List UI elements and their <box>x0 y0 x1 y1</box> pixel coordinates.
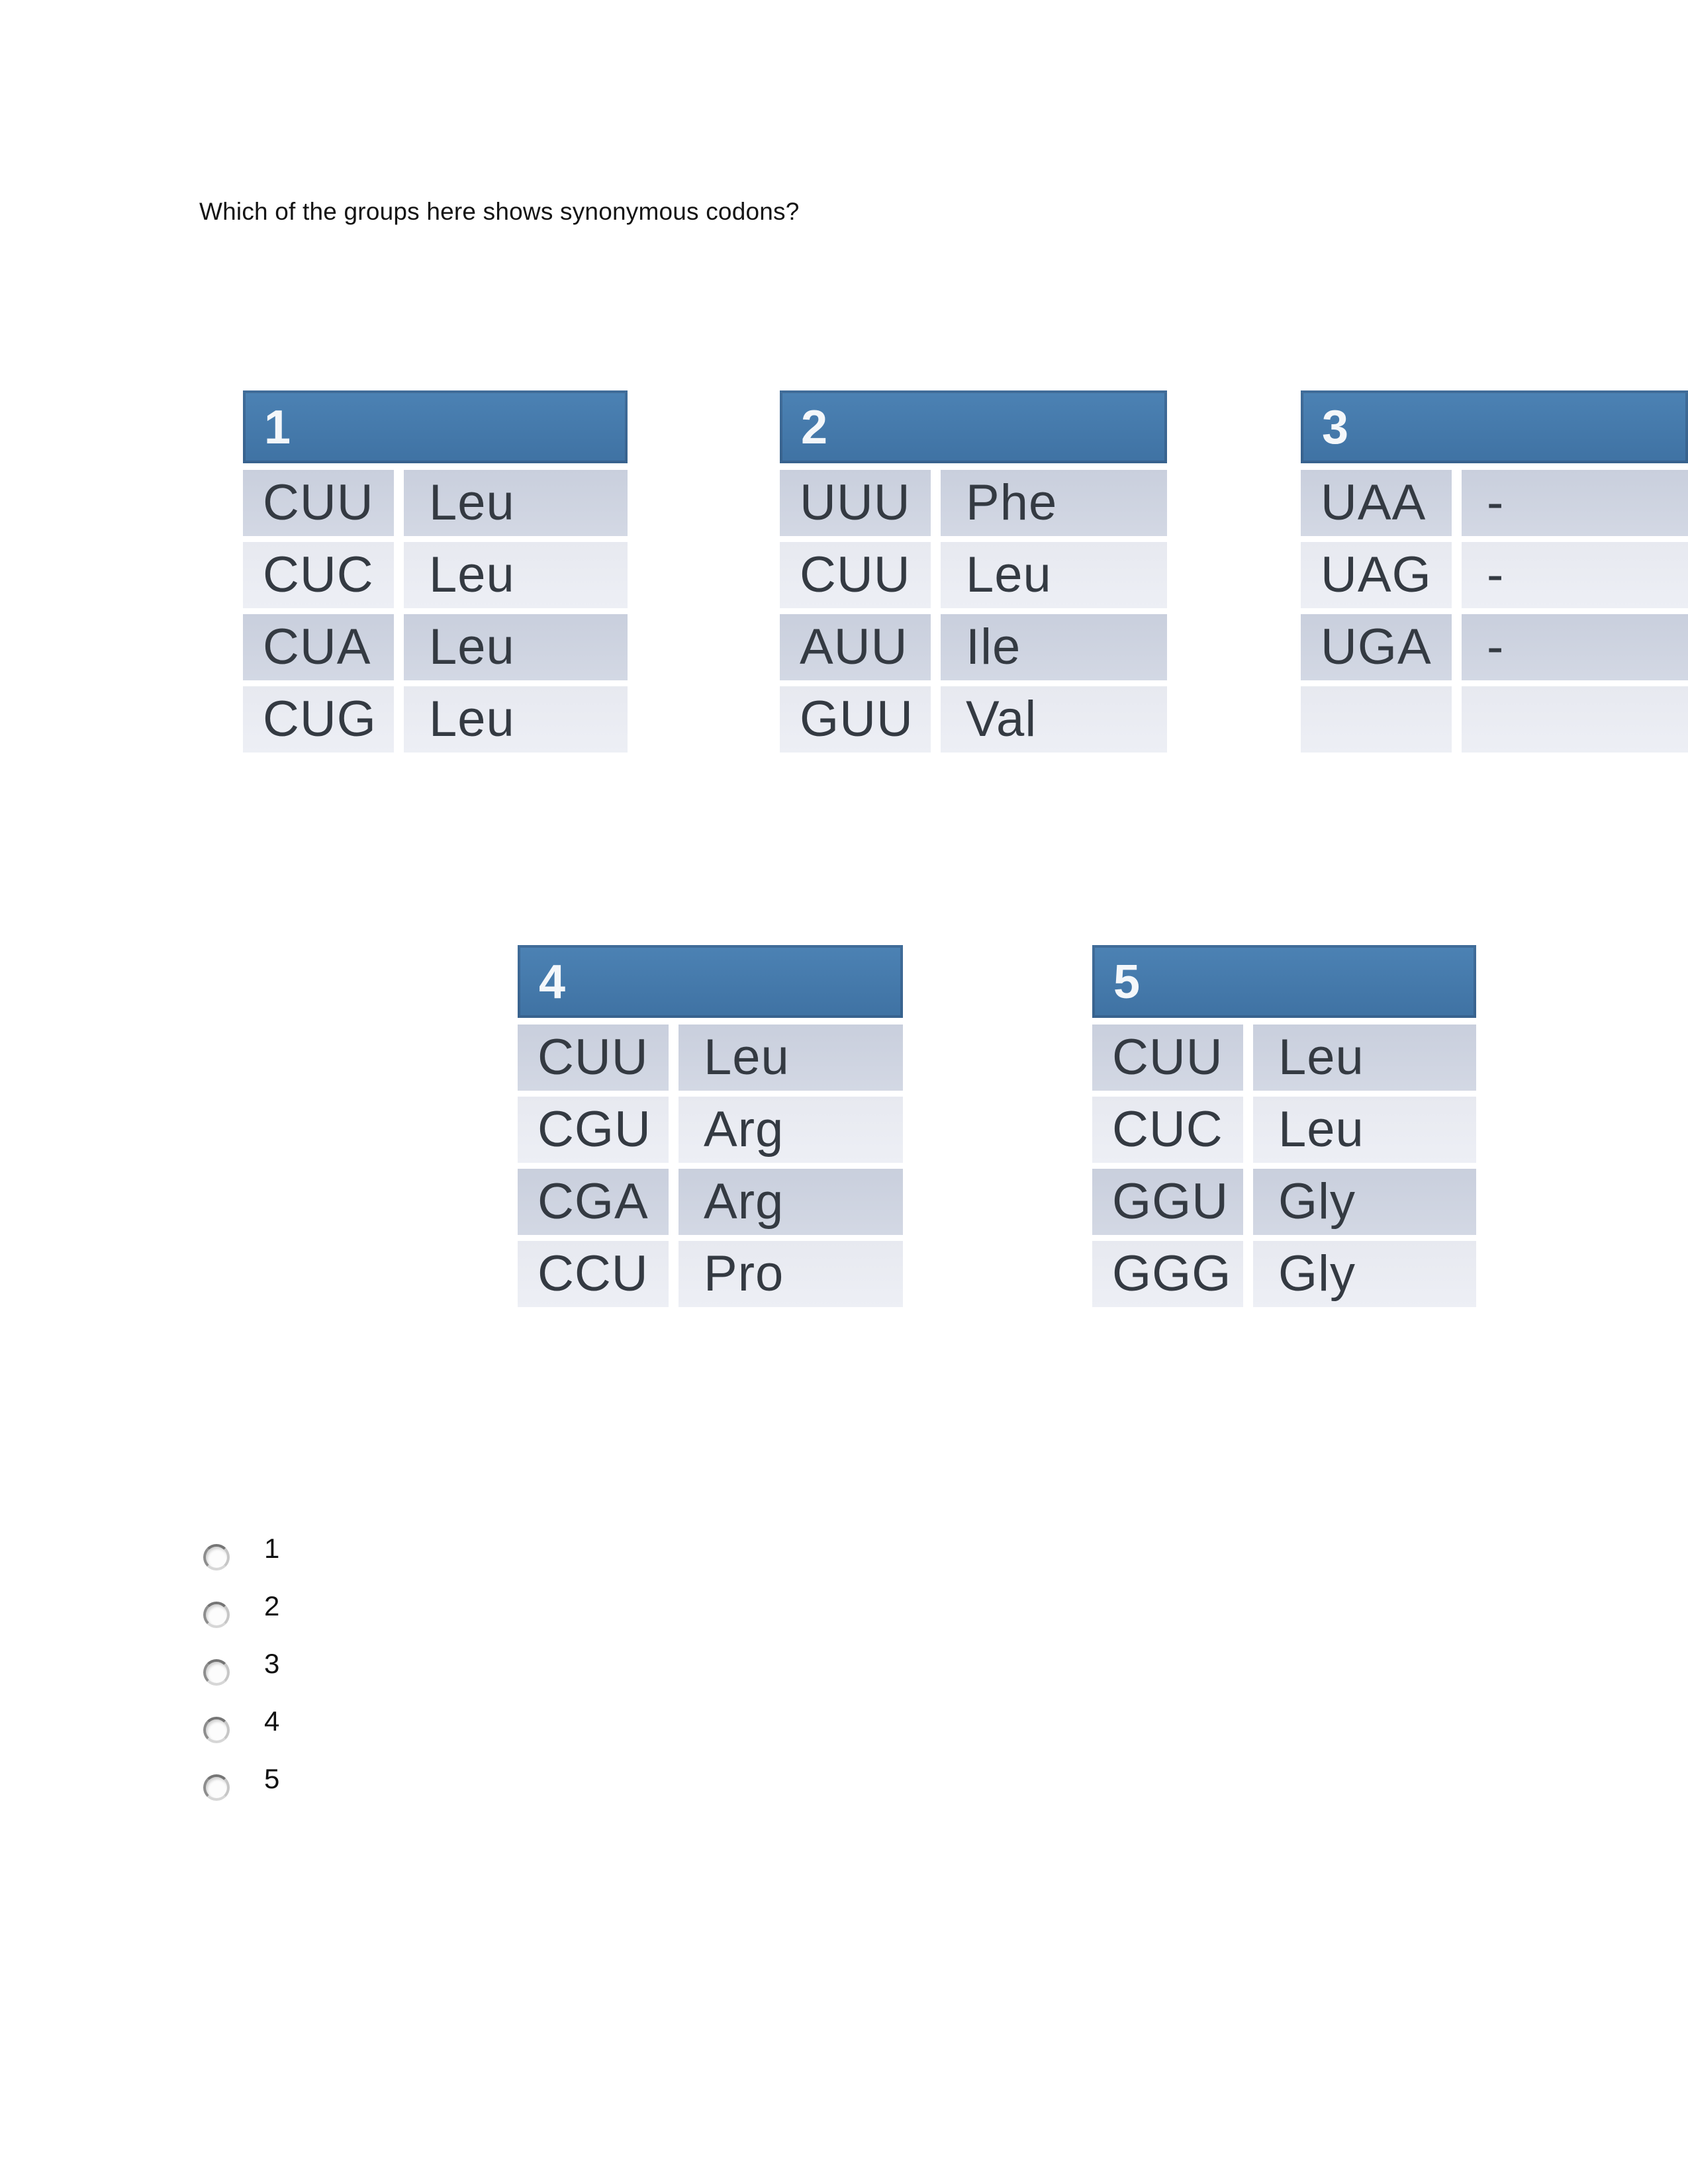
codon-cell: UUU <box>780 470 931 536</box>
question-text: Which of the groups here shows synonymou… <box>199 198 800 225</box>
table-row <box>1301 686 1688 752</box>
table-row: CUC Leu <box>243 542 628 608</box>
codon-cell: CGU <box>518 1097 669 1163</box>
table-number: 3 <box>1322 401 1349 454</box>
codon-cell: CGA <box>518 1169 669 1235</box>
radio-label: 5 <box>264 1763 280 1794</box>
amino-acid-cell: Gly <box>1253 1169 1476 1235</box>
radio-button-option-1[interactable] <box>203 1544 230 1570</box>
codon-table-2: 2 UUU Phe CUU Leu AUU Ile GUU Val <box>780 390 1167 752</box>
amino-acid-cell: Phe <box>941 470 1167 536</box>
table-row: CGA Arg <box>518 1169 903 1235</box>
codon-cell: CUU <box>780 542 931 608</box>
amino-acid-cell: Arg <box>679 1169 903 1235</box>
table-header: 2 <box>780 390 1167 463</box>
codon-cell: CUC <box>1092 1097 1243 1163</box>
codon-cell: CUU <box>243 470 394 536</box>
codon-table-5: 5 CUU Leu CUC Leu GGU Gly GGG Gly <box>1092 945 1476 1307</box>
codon-cell: GUU <box>780 686 931 752</box>
amino-acid-cell <box>1462 686 1688 752</box>
codon-cell: GGG <box>1092 1241 1243 1307</box>
table-row: CUG Leu <box>243 686 628 752</box>
amino-acid-cell: - <box>1462 542 1688 608</box>
table-row: CGU Arg <box>518 1097 903 1163</box>
table-row: CCU Pro <box>518 1241 903 1307</box>
radio-label: 2 <box>264 1590 280 1621</box>
table-number: 2 <box>801 401 828 454</box>
radio-button-option-4[interactable] <box>203 1717 230 1743</box>
amino-acid-cell: - <box>1462 470 1688 536</box>
radio-button-option-3[interactable] <box>203 1659 230 1686</box>
codon-cell: CUC <box>243 542 394 608</box>
table-header: 3 <box>1301 390 1688 463</box>
table-number: 5 <box>1113 956 1141 1009</box>
table-row: GUU Val <box>780 686 1167 752</box>
table-header: 1 <box>243 390 628 463</box>
amino-acid-cell: Leu <box>941 542 1167 608</box>
codon-table-1: 1 CUU Leu CUC Leu CUA Leu CUG Leu <box>243 390 628 752</box>
codon-table-3: 3 UAA - UAG - UGA - <box>1301 390 1688 752</box>
radio-label: 1 <box>264 1533 280 1564</box>
codon-cell <box>1301 686 1452 752</box>
table-row: GGG Gly <box>1092 1241 1476 1307</box>
table-row: UAG - <box>1301 542 1688 608</box>
amino-acid-cell: - <box>1462 614 1688 680</box>
codon-cell: CUU <box>1092 1024 1243 1091</box>
amino-acid-cell: Pro <box>679 1241 903 1307</box>
table-row: CUU Leu <box>243 470 628 536</box>
table-row: UAA - <box>1301 470 1688 536</box>
amino-acid-cell: Leu <box>404 542 628 608</box>
codon-table-4: 4 CUU Leu CGU Arg CGA Arg CCU Pro <box>518 945 903 1307</box>
amino-acid-cell: Leu <box>1253 1024 1476 1091</box>
table-row: CUU Leu <box>1092 1024 1476 1091</box>
table-row: CUU Leu <box>518 1024 903 1091</box>
codon-cell: UAA <box>1301 470 1452 536</box>
codon-cell: CUA <box>243 614 394 680</box>
amino-acid-cell: Gly <box>1253 1241 1476 1307</box>
answer-option-1: 1 <box>203 1535 402 1570</box>
radio-button-option-5[interactable] <box>203 1774 230 1801</box>
answer-option-3: 3 <box>203 1650 402 1686</box>
table-row: UUU Phe <box>780 470 1167 536</box>
radio-button-option-2[interactable] <box>203 1602 230 1628</box>
table-row: CUA Leu <box>243 614 628 680</box>
table-header: 5 <box>1092 945 1476 1018</box>
table-row: GGU Gly <box>1092 1169 1476 1235</box>
answer-option-2: 2 <box>203 1592 402 1628</box>
table-number: 4 <box>539 956 566 1009</box>
amino-acid-cell: Ile <box>941 614 1167 680</box>
amino-acid-cell: Leu <box>679 1024 903 1091</box>
answer-option-4: 4 <box>203 1707 402 1743</box>
codon-cell: CCU <box>518 1241 669 1307</box>
amino-acid-cell: Leu <box>404 470 628 536</box>
table-number: 1 <box>264 401 291 454</box>
codon-cell: UAG <box>1301 542 1452 608</box>
amino-acid-cell: Leu <box>404 614 628 680</box>
table-row: UGA - <box>1301 614 1688 680</box>
codon-cell: GGU <box>1092 1169 1243 1235</box>
radio-label: 3 <box>264 1648 280 1679</box>
amino-acid-cell: Arg <box>679 1097 903 1163</box>
radio-label: 4 <box>264 1706 280 1737</box>
amino-acid-cell: Leu <box>404 686 628 752</box>
table-row: CUC Leu <box>1092 1097 1476 1163</box>
codon-cell: AUU <box>780 614 931 680</box>
codon-cell: CUU <box>518 1024 669 1091</box>
codon-cell: CUG <box>243 686 394 752</box>
codon-cell: UGA <box>1301 614 1452 680</box>
table-row: AUU Ile <box>780 614 1167 680</box>
table-header: 4 <box>518 945 903 1018</box>
table-row: CUU Leu <box>780 542 1167 608</box>
amino-acid-cell: Val <box>941 686 1167 752</box>
answer-option-5: 5 <box>203 1765 402 1801</box>
amino-acid-cell: Leu <box>1253 1097 1476 1163</box>
